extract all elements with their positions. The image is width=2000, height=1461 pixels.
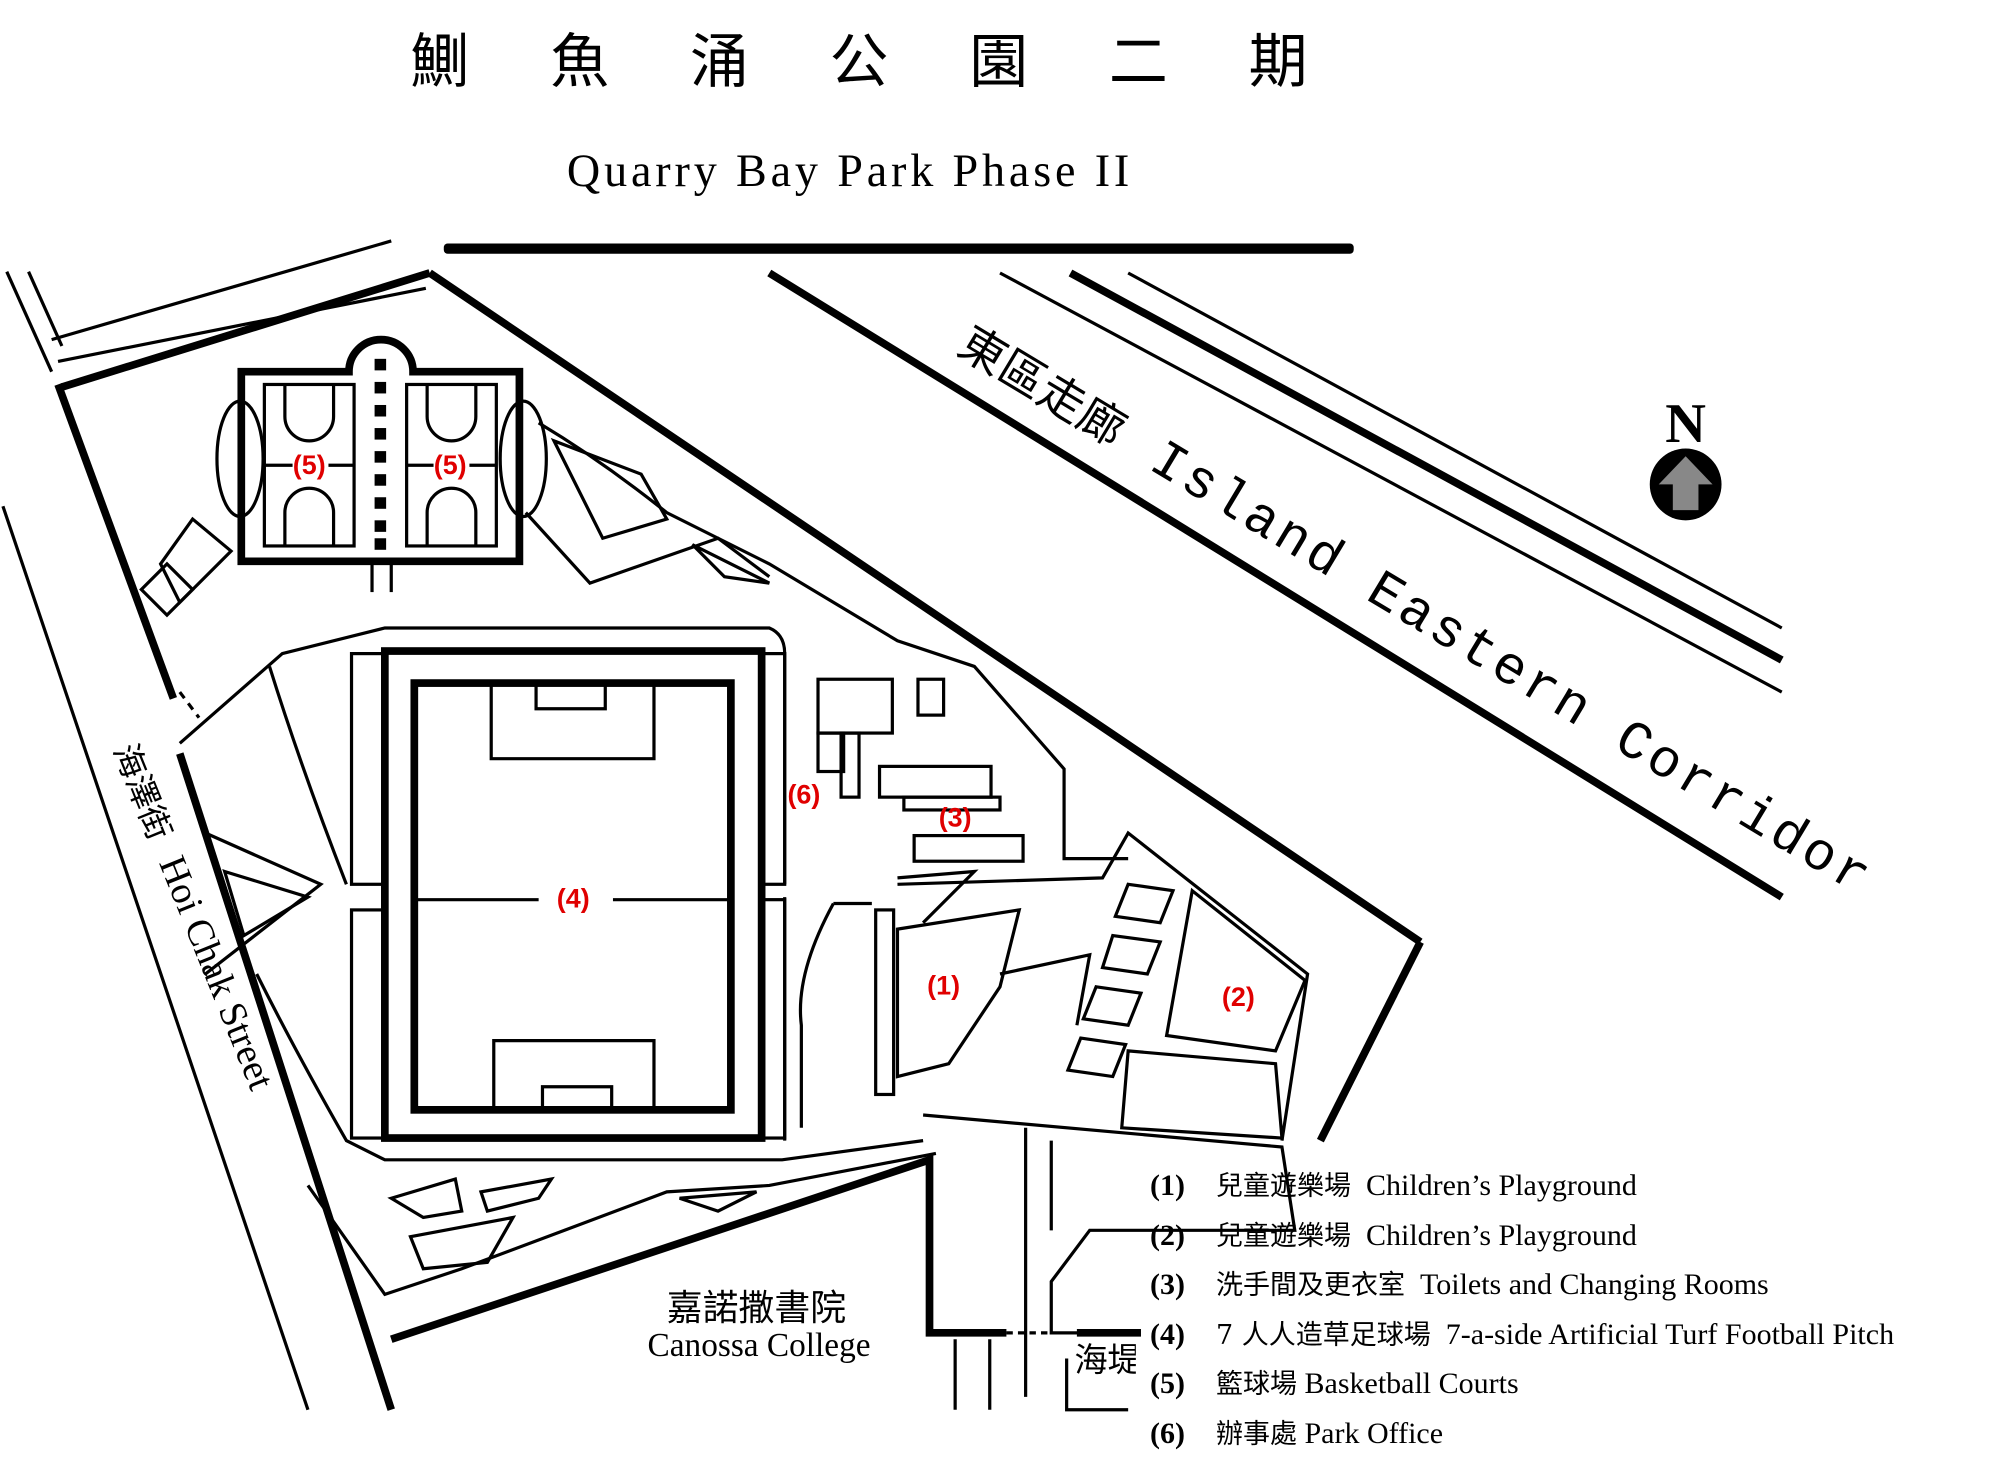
basketball-courts (215, 335, 548, 593)
legend-zh: 兒童遊樂場 (1216, 1220, 1351, 1252)
marker-5b: (5) (434, 450, 467, 480)
canossa-boundary (178, 691, 1141, 1412)
legend-en: 7-a-side Artificial Turf Football Pitch (1445, 1317, 1895, 1351)
legend-en: Toilets and Changing Rooms (1420, 1268, 1769, 1302)
hoi-chak-street-road (1, 271, 395, 1411)
title-char: 二 (1109, 27, 1168, 96)
legend-en: Basketball Courts (1304, 1367, 1519, 1401)
legend-en: Children’s Playground (1366, 1169, 1637, 1202)
legend-item: (2) 兒童遊樂場 Children’s Playground (1150, 1212, 1894, 1262)
north-arrow: N (1649, 393, 1722, 521)
legend-num: (3) (1150, 1268, 1185, 1302)
football-pitch (349, 647, 787, 1142)
road-east-en: Island Eastern Corridor (1139, 430, 1883, 910)
title-english: Quarry Bay Park Phase II (567, 145, 1133, 196)
legend-zh: 洗手間及更衣室 (1216, 1270, 1405, 1302)
legend-num: (6) (1150, 1416, 1185, 1450)
title-char: 公 (830, 27, 889, 96)
legend: (1) 兒童遊樂場 Children’s Playground (2) 兒童遊樂場 … (1150, 1162, 1894, 1460)
marker-6: (6) (787, 780, 820, 810)
title-char: 期 (1249, 27, 1308, 96)
legend-zh: 辦事處 (1216, 1418, 1297, 1450)
legend-en: Park Office (1304, 1416, 1444, 1450)
legend-num: (5) (1150, 1367, 1185, 1401)
legend-zh: 籃球場 (1216, 1369, 1297, 1401)
legend-zh: 7 人人造草足球場 (1216, 1319, 1431, 1351)
island-eastern-corridor-label: 東區走廊 Island Eastern Corridor (949, 316, 1883, 911)
legend-item: (6) 辦事處 Park Office (1150, 1410, 1894, 1460)
legend-item: (1) 兒童遊樂場 Children’s Playground (1150, 1162, 1894, 1212)
road-west-en: Hoi Chak Street (150, 850, 282, 1096)
title-char: 鰂 (410, 27, 469, 96)
island-eastern-corridor-road (427, 269, 1784, 1143)
buildings (816, 677, 1025, 863)
north-road (51, 239, 431, 391)
legend-item: (3) 洗手間及更衣室 Toilets and Changing Rooms (1150, 1261, 1894, 1311)
legend-zh: 兒童遊樂場 (1216, 1171, 1351, 1202)
legend-num: (4) (1150, 1317, 1185, 1351)
title-underline (443, 243, 1354, 254)
legend-num: (1) (1150, 1169, 1185, 1202)
marker-1: (1) (927, 971, 960, 1001)
road-south-label: 海堤 (1074, 1340, 1141, 1379)
road-east-zh: 東區走廊 (949, 316, 1135, 457)
legend-num: (2) (1150, 1218, 1185, 1252)
legend-item: (5) 籃球場 Basketball Courts (1150, 1360, 1894, 1410)
north-label: N (1665, 393, 1706, 455)
title-chinese: 鰂 魚 涌 公 園 二 期 (410, 27, 1307, 96)
footpaths (139, 421, 1310, 1397)
title-char: 魚 (550, 27, 609, 96)
title-char: 園 (969, 27, 1028, 96)
road-west-zh: 海澤街 (106, 738, 180, 845)
marker-3: (3) (939, 803, 972, 833)
road-south-label-clip: 海堤 (1074, 1340, 1141, 1379)
marker-5a: (5) (293, 450, 326, 480)
school-label-zh: 嘉諾撒書院 (667, 1288, 846, 1329)
marker-2: (2) (1222, 982, 1255, 1012)
school-label-en: Canossa College (648, 1327, 871, 1364)
title-char: 涌 (690, 27, 749, 96)
legend-en: Children’s Playground (1366, 1218, 1637, 1252)
marker-4: (4) (557, 883, 590, 913)
legend-item: (4) 7 人人造草足球場 7-a-side Artificial Turf Fo… (1150, 1311, 1894, 1361)
